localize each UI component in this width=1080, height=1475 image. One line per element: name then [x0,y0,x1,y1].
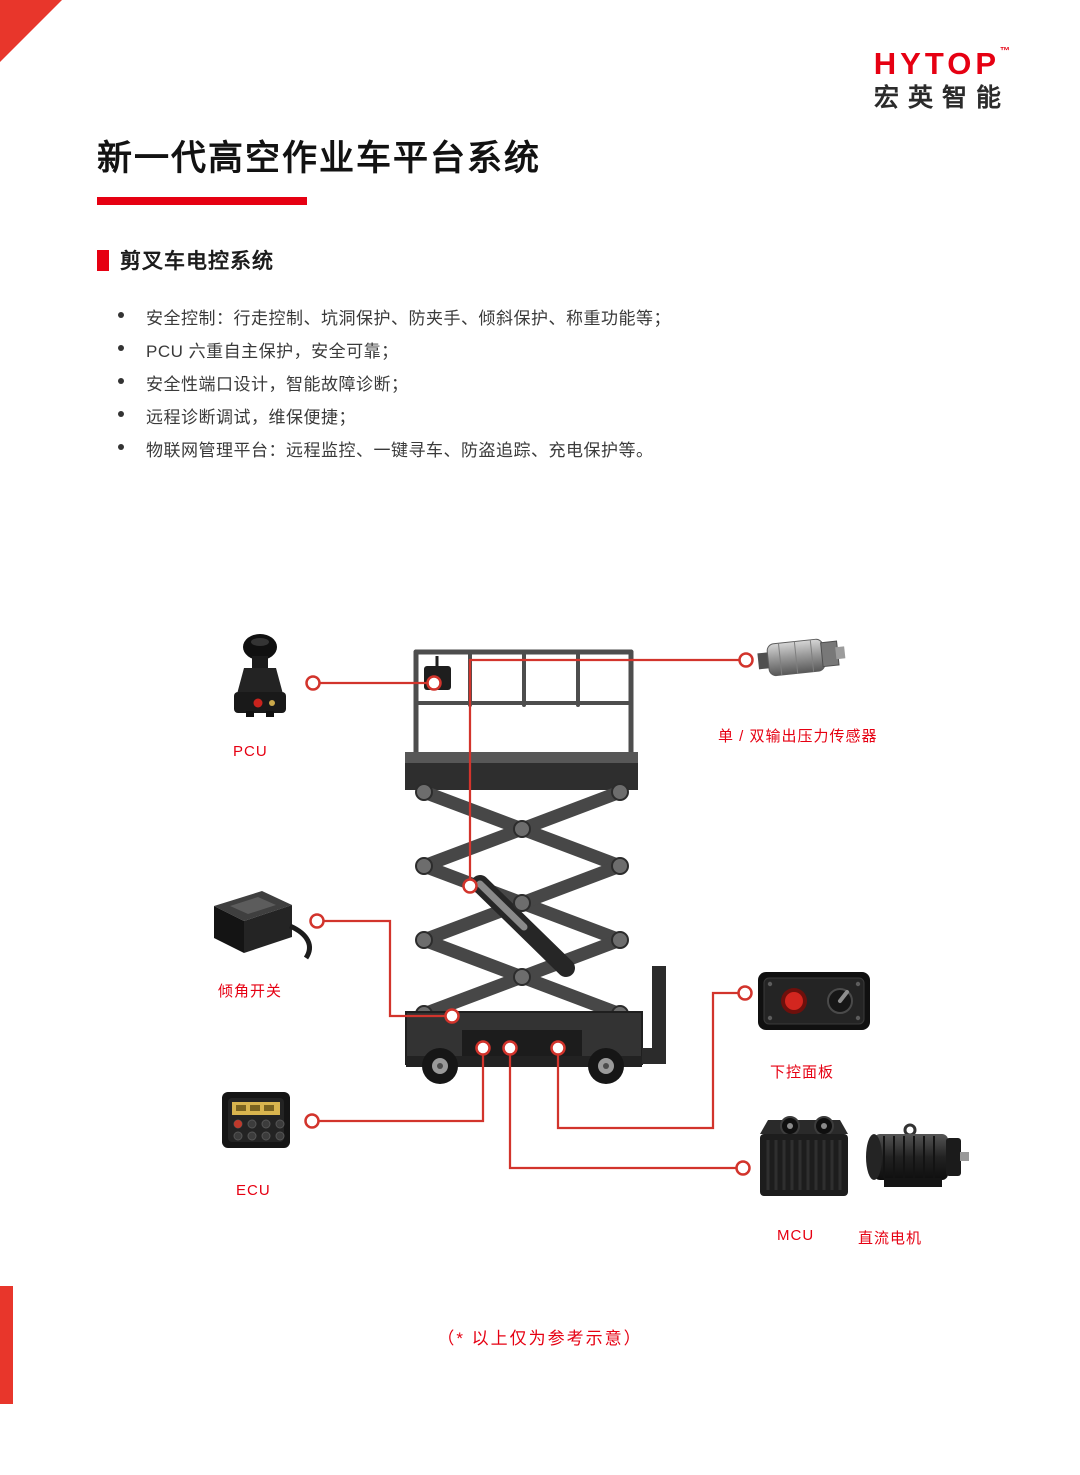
section-title: 剪叉车电控系统 [120,250,274,273]
section-heading: 剪叉车电控系统 [97,245,274,275]
bullet-text: 安全性端口设计，智能故障诊断； [146,375,409,394]
bullet-text: PCU 六重自主保护，安全可靠； [146,342,399,361]
page-title: 新一代高空作业车平台系统 [97,139,542,178]
label-tilt-switch: 倾角开关 [218,983,283,1000]
ecu-image [222,1092,290,1148]
trademark-symbol: ™ [1000,46,1010,57]
bullet-dot [118,411,124,417]
bullet-text: 物联网管理平台：远程监控、一键寻车、防盗追踪、充电保护等。 [146,441,654,460]
label-lower-control-panel: 下控面板 [770,1064,835,1081]
bullet-dot [118,444,124,450]
brand-logo: HYTOP™ 宏英智能 [874,46,1010,112]
scissor-lift-image [405,649,666,1084]
section-marker [97,249,109,271]
tilt-switch-image [214,891,312,960]
list-item: 安全控制：行走控制、坑洞保护、防夹手、倾斜保护、称重功能等； [118,304,878,337]
bullet-text: 安全控制：行走控制、坑洞保护、防夹手、倾斜保护、称重功能等； [146,309,671,328]
label-ecu: ECU [236,1182,271,1199]
pcu-image [234,634,286,717]
list-item: 远程诊断调试，维保便捷； [118,403,878,436]
pressure-sensor-image [757,638,846,677]
dc-motor-image [866,1123,969,1187]
lower-control-panel-image [758,972,870,1030]
footnote: （* 以上仅为参考示意） [437,1329,643,1348]
side-accent-bar [0,1286,13,1404]
bullet-dot [118,345,124,351]
label-mcu: MCU [777,1227,815,1244]
mcu-image [760,1116,848,1196]
list-item: 物联网管理平台：远程监控、一键寻车、防盗追踪、充电保护等。 [118,436,878,469]
list-item: 安全性端口设计，智能故障诊断； [118,370,878,403]
bullet-text: 远程诊断调试，维保便捷； [146,408,356,427]
brand-subname: 宏英智能 [873,83,1010,112]
brand-name: HYTOP™ [874,46,1010,82]
bullet-dot [118,312,124,318]
label-dc-motor: 直流电机 [858,1230,923,1247]
label-pressure-sensor: 单 / 双输出压力传感器 [718,728,878,745]
callout-endpoints [304,652,754,1176]
bullet-dot [118,378,124,384]
callout-lines [312,658,746,1170]
label-pcu: PCU [233,743,268,760]
list-item: PCU 六重自主保护，安全可靠； [118,337,878,370]
corner-accent [0,0,62,62]
feature-list: 安全控制：行走控制、坑洞保护、防夹手、倾斜保护、称重功能等； PCU 六重自主保… [118,304,878,469]
brand-wordmark: HYTOP [873,46,1000,81]
title-underline [97,197,307,205]
